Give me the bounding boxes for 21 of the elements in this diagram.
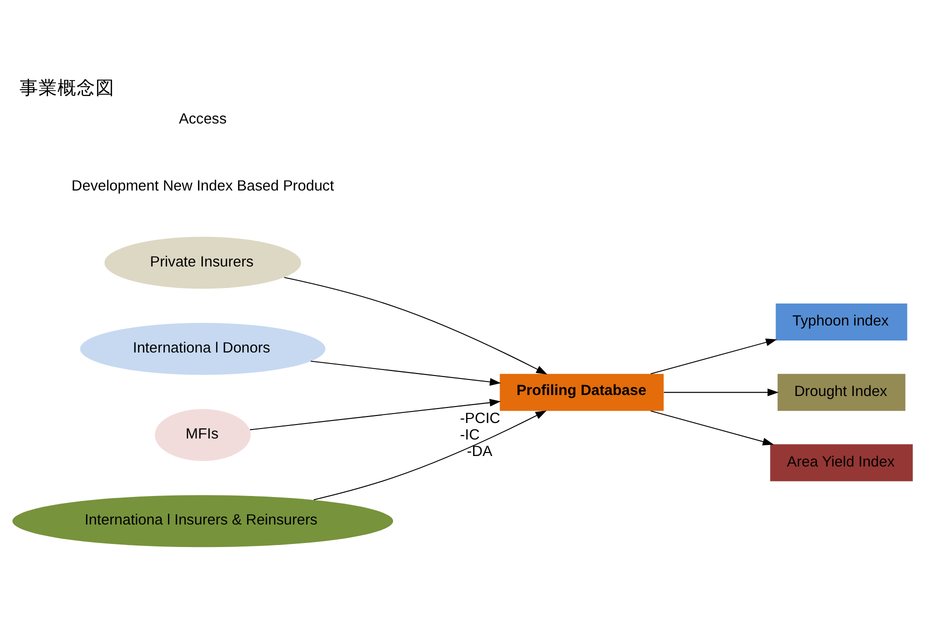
arrow bbox=[310, 360, 501, 386]
node-box: Typhoon index bbox=[776, 303, 908, 340]
node-box: Area Yield Index bbox=[770, 444, 913, 481]
arrow bbox=[650, 410, 774, 445]
label: Development New Index Based Product bbox=[72, 178, 334, 194]
arrow bbox=[249, 398, 501, 430]
diagram-title: 事業概念図 bbox=[19, 76, 114, 98]
label: Access bbox=[178, 111, 227, 128]
node-box: Drought Index bbox=[778, 373, 906, 410]
node-label: -DA bbox=[466, 444, 492, 460]
node-ellipse: MFIs bbox=[154, 408, 251, 460]
arrow bbox=[284, 276, 548, 374]
node-label: -PCIC bbox=[460, 410, 500, 426]
node-ellipse: Private Insurers bbox=[104, 236, 302, 288]
node-ellipse: Internationa l Insurers & Reinsurers bbox=[12, 494, 394, 547]
arrow bbox=[313, 410, 547, 500]
arrow bbox=[663, 388, 779, 396]
node-box: Profiling Database bbox=[500, 373, 664, 410]
node-label: -IC bbox=[460, 426, 480, 443]
arrow bbox=[650, 338, 777, 374]
node-ellipse: Internationa l Donors bbox=[80, 322, 326, 374]
